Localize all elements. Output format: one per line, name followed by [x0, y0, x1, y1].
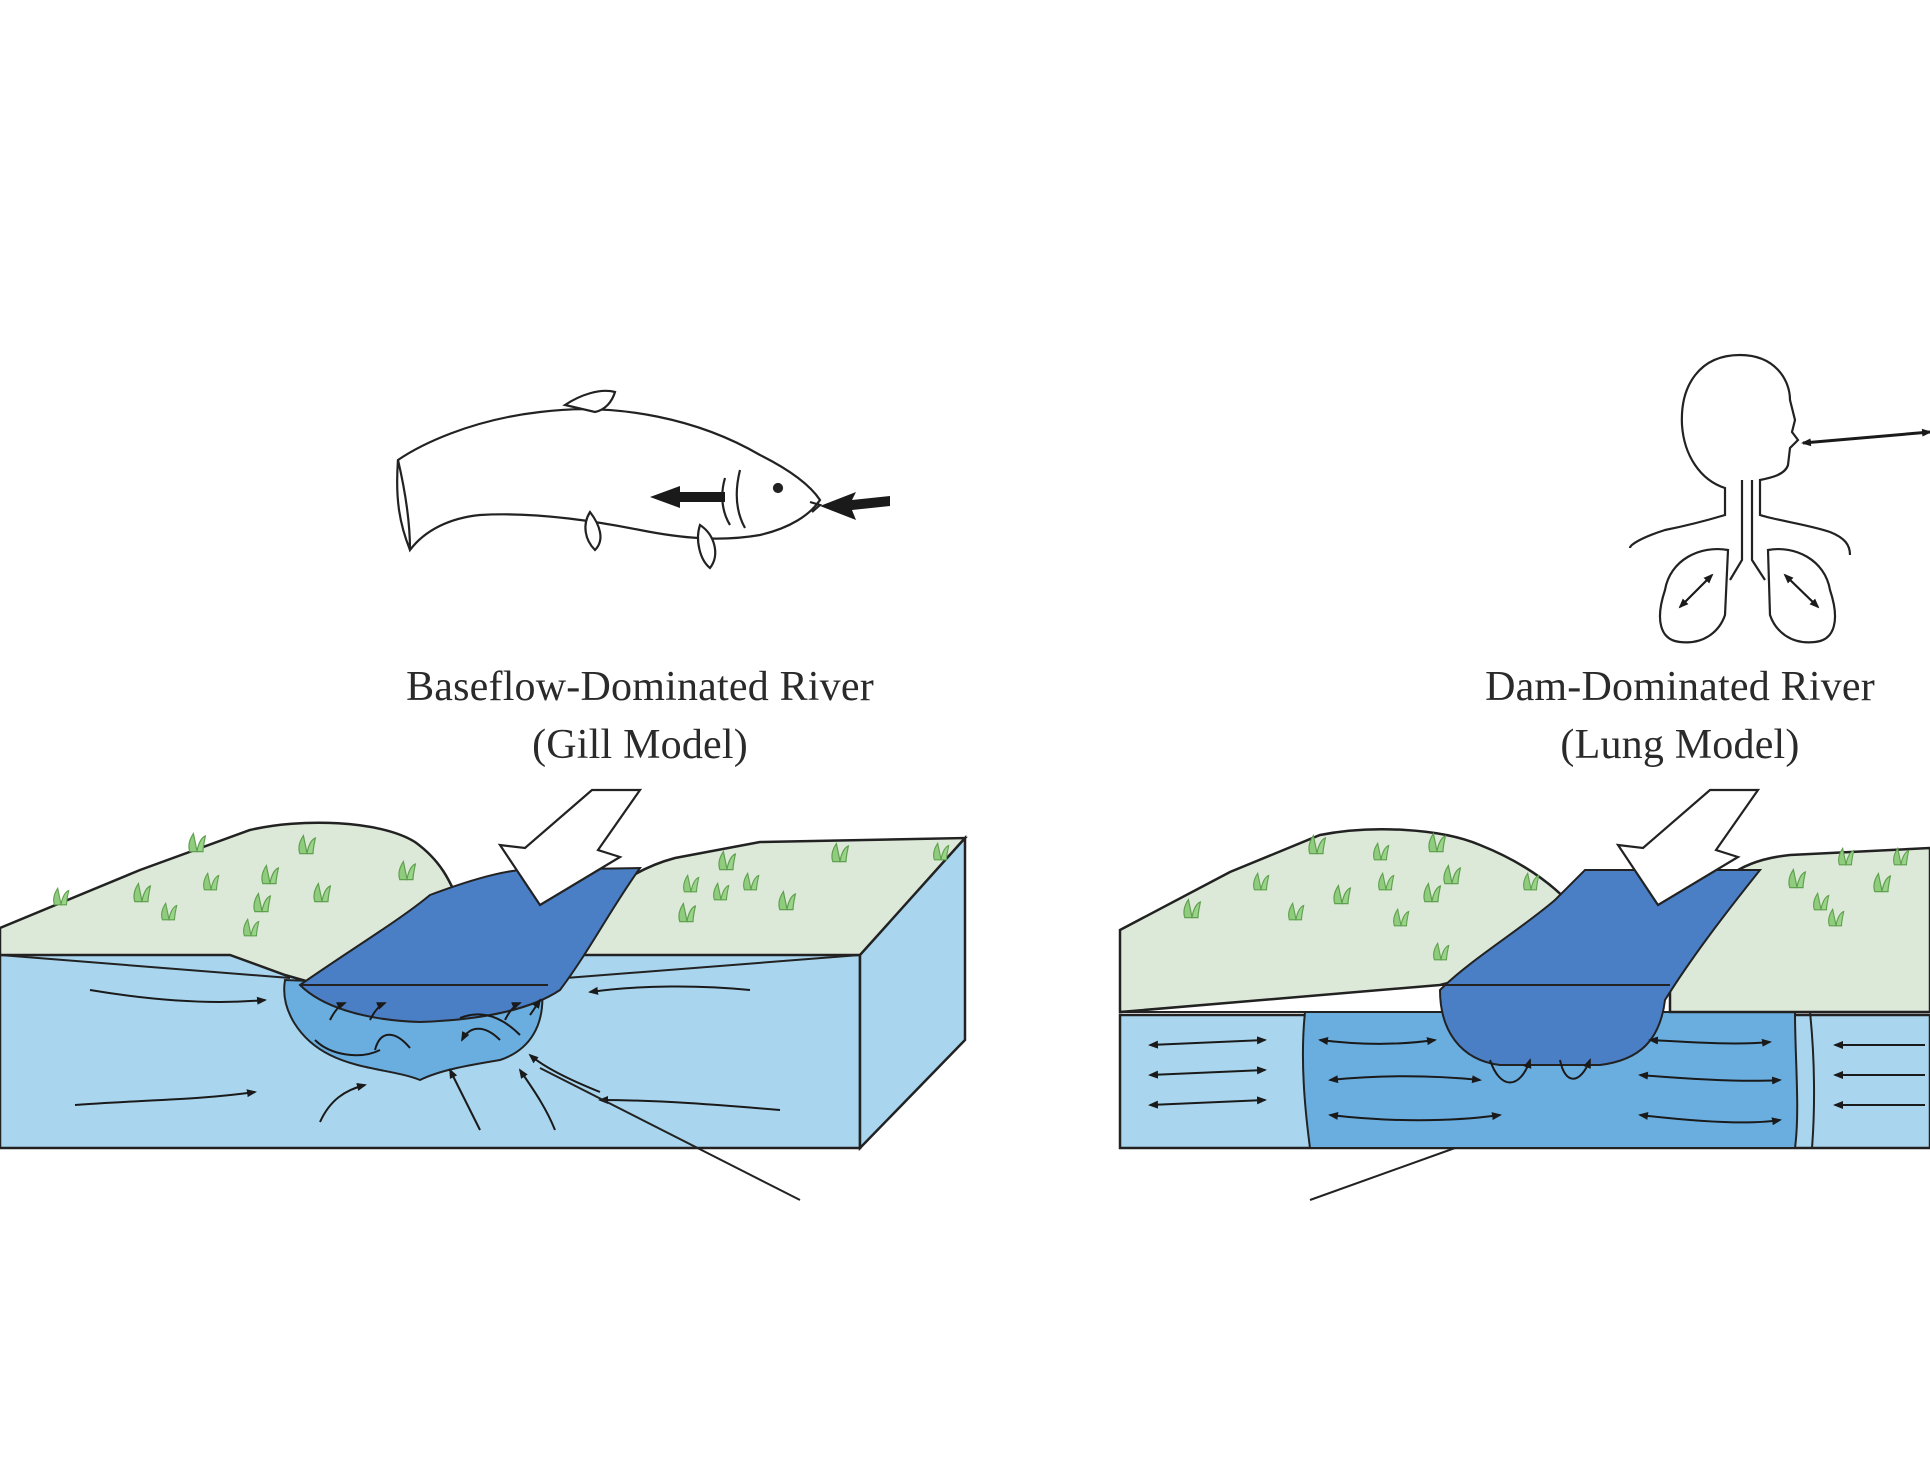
- right-panel-title: Dam-Dominated River: [1485, 664, 1875, 710]
- inflow-arrow-icon: [1615, 788, 1761, 907]
- left-panel-title: Baseflow-Dominated River: [406, 664, 874, 710]
- right-panel-subtitle: (Lung Model): [1560, 722, 1800, 768]
- river-water: [1438, 869, 1763, 1066]
- breathing-arrows: [1678, 428, 1930, 609]
- right-panel: [1118, 353, 1930, 1201]
- leader-line: [539, 1067, 801, 1201]
- gill-flow-arrows: [650, 486, 890, 520]
- leader-line: [1309, 1147, 1456, 1201]
- human-lungs-icon: [1628, 353, 1852, 644]
- right-caption: Dam-Dominated River (Lung Model): [1400, 658, 1930, 774]
- left-caption: Baseflow-Dominated River (Gill Model): [280, 658, 1000, 774]
- fish-icon: [396, 389, 823, 570]
- arrow-icon: [1783, 573, 1820, 609]
- left-panel: [0, 389, 968, 1201]
- arrow-icon: [650, 486, 725, 508]
- river-water: [298, 866, 642, 1024]
- groundwater-flow-arrows: [74, 985, 781, 1131]
- arrow-icon: [1678, 573, 1714, 609]
- groundwater-flow-arrows: [1148, 1036, 1925, 1126]
- arrow-icon: [820, 492, 890, 520]
- left-panel-subtitle: (Gill Model): [532, 722, 748, 768]
- inflow-arrow-icon: [497, 788, 643, 907]
- arrow-icon: [1801, 428, 1930, 447]
